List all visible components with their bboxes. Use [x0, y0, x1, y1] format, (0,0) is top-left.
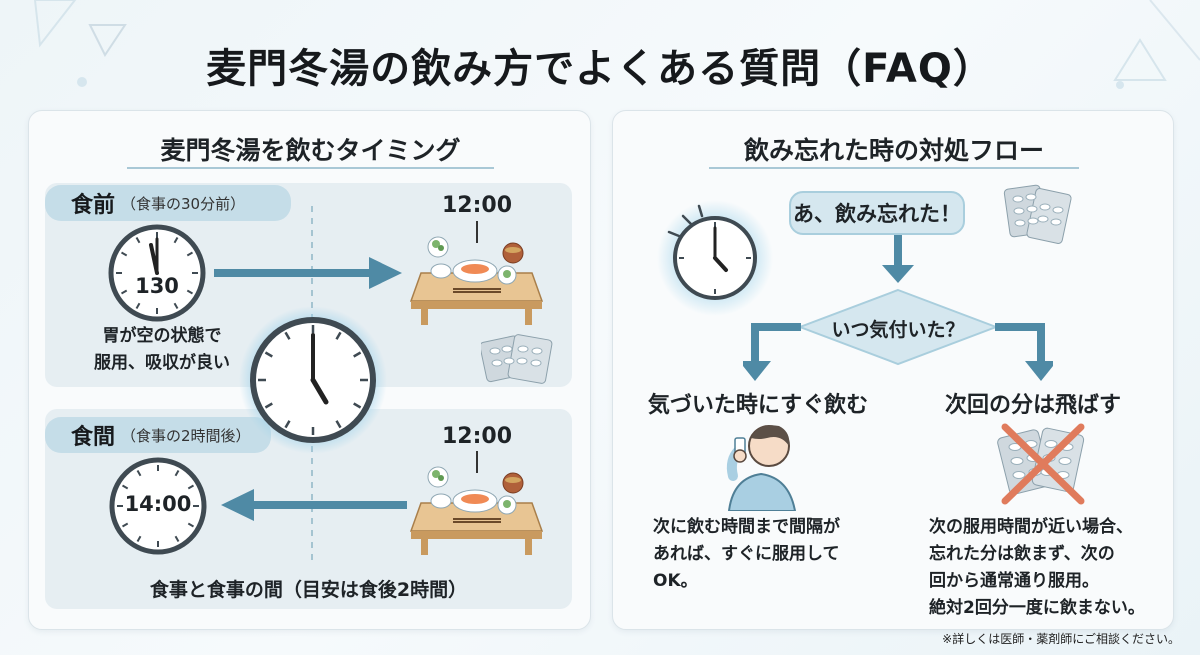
- branch-left-line1: 次に飲む時間まで間隔が: [653, 517, 840, 537]
- before-meal-description-line2: 服用、吸収が良い: [94, 353, 230, 373]
- time-marker-icon: [476, 221, 478, 243]
- branch-right-label: 次回の分は飛ばす: [944, 393, 1121, 418]
- flow-connectors: [743, 235, 1053, 381]
- missed-dose-panel: 飲み忘れた時の対処フロー あ、飲み忘れた！: [612, 110, 1174, 630]
- footnote: ※詳しくは医師・薬剤師にご相談ください。: [942, 632, 1180, 646]
- timing-title-underline: [127, 167, 494, 169]
- flow-start-box: あ、飲み忘れた！: [789, 191, 965, 235]
- between-meals-tag-note: （食事の2時間後）: [121, 426, 251, 445]
- before-meal-tag-label: 食前: [71, 193, 116, 218]
- clock-icon: [109, 457, 207, 555]
- branch-right-line2: 忘れた分は飲まず、次の: [929, 544, 1115, 564]
- pill-blister-icon: [481, 334, 553, 384]
- flow-question-diamond: いつ気付いた？: [831, 319, 965, 341]
- before-meal-description: 胃が空の状態で 服用、吸収が良い: [77, 323, 247, 377]
- between-meals-tag: 食間 （食事の2時間後）: [45, 417, 271, 453]
- meal-table-icon: [409, 236, 544, 325]
- person-drinking-icon: [726, 425, 797, 511]
- before-meal-description-line1: 胃が空の状態で: [102, 326, 222, 346]
- between-meals-time: 12:00: [441, 424, 513, 449]
- arrow-left-icon: [221, 489, 407, 521]
- time-marker-icon: [476, 451, 478, 473]
- between-meals-tag-label: 食間: [71, 425, 116, 450]
- crossed-pills-icon: [997, 423, 1085, 505]
- branch-right-line4: 絶対2回分一度に飲まない。: [929, 598, 1145, 618]
- clock-icon: [239, 306, 387, 454]
- meal-table-icon: [409, 466, 544, 555]
- clock-icon: [657, 200, 773, 316]
- missed-dose-panel-title: 飲み忘れた時の対処フロー: [743, 136, 1044, 165]
- between-meals-clock-label: 14:00: [124, 492, 192, 516]
- branch-left-line2: あれば、すぐに服用して: [653, 544, 840, 564]
- branch-left-description: 次に飲む時間まで間隔が あれば、すぐに服用して OK。: [653, 514, 903, 595]
- branch-left-label: 気づいた時にすぐ飲む: [647, 393, 869, 418]
- branch-right-line1: 次の服用時間が近い場合、: [929, 517, 1133, 537]
- branch-right-description: 次の服用時間が近い場合、 忘れた分は飲まず、次の 回から通常通り服用。 絶対2回…: [929, 514, 1169, 622]
- before-meal-tag-note: （食事の30分前）: [121, 194, 246, 213]
- missed-dose-title-underline: [709, 167, 1079, 169]
- arrow-right-icon: [214, 257, 402, 289]
- before-meal-time: 12:00: [441, 193, 513, 218]
- pill-blister-icon: [1003, 184, 1072, 244]
- timing-panel-title: 麦門冬湯を飲むタイミング: [160, 136, 461, 165]
- before-meal-clock-label: 130: [135, 274, 179, 298]
- branch-right-line3: 回から通常通り服用。: [929, 571, 1099, 591]
- before-meal-tag: 食前 （食事の30分前）: [45, 185, 291, 221]
- branch-left-line3: OK。: [653, 571, 698, 591]
- page-title: 麦門冬湯の飲み方でよくある質問（FAQ）: [206, 46, 994, 92]
- clock-icon: [108, 224, 206, 322]
- between-meals-description: 食事と食事の間（目安は食後2時間）: [149, 579, 468, 601]
